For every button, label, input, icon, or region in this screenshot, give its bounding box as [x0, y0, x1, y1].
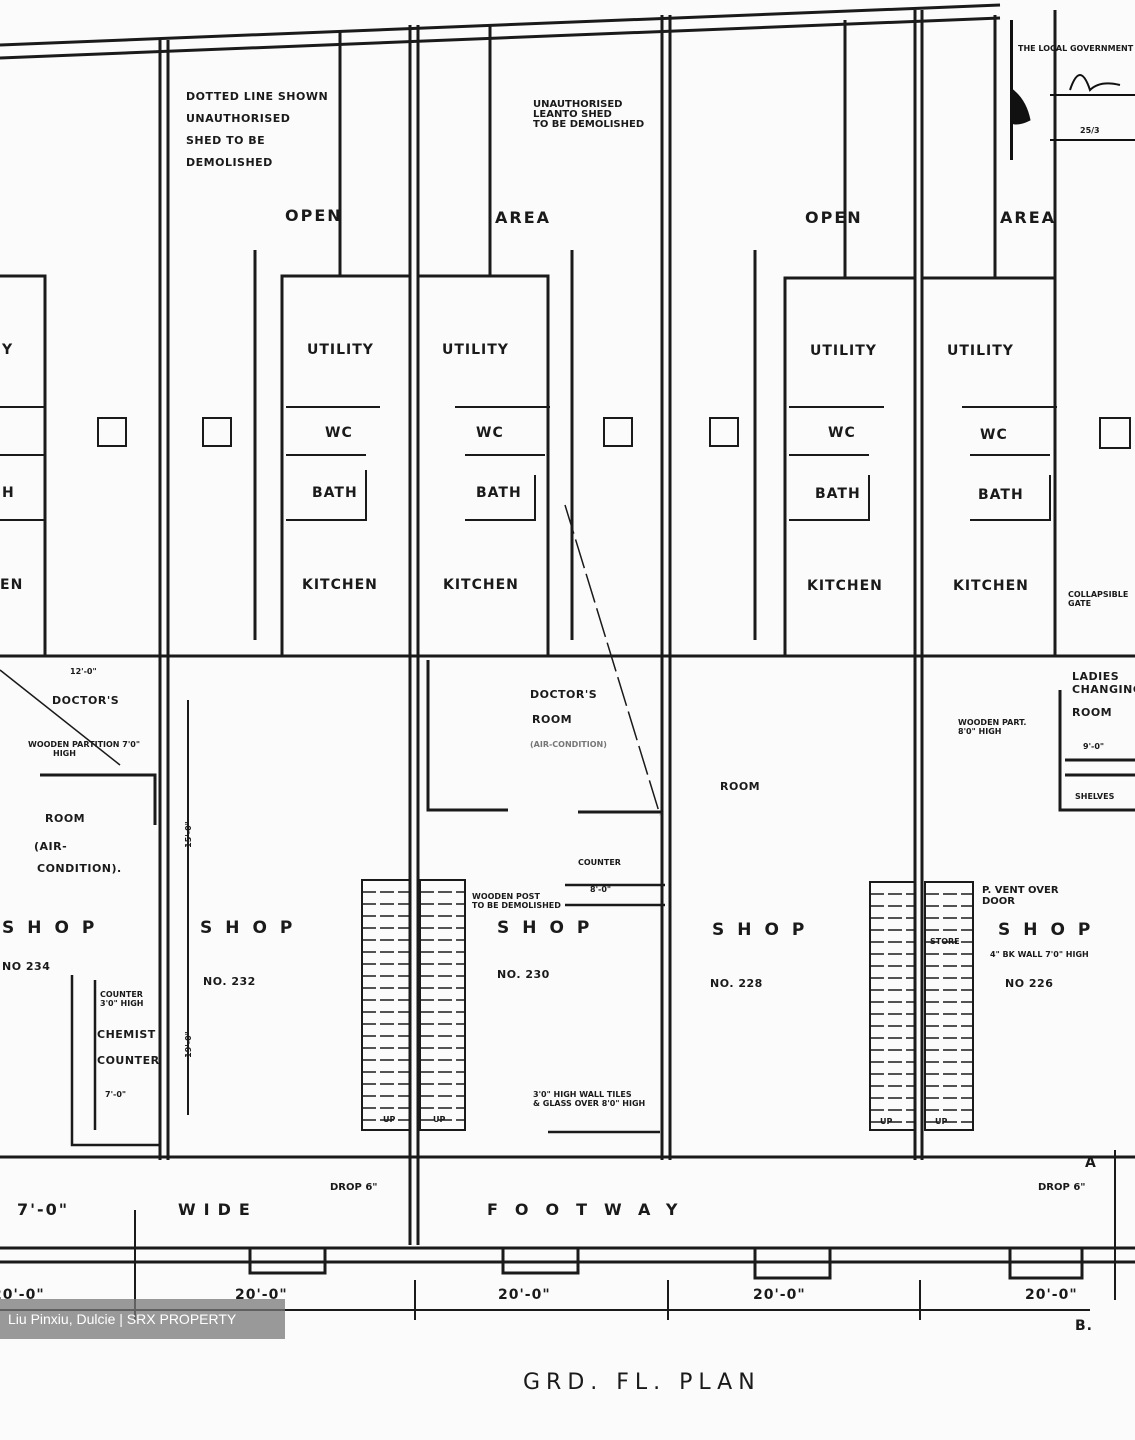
frontage-dimension: 20'-0": [1025, 1287, 1078, 1303]
label-utility: UTILITY: [947, 343, 1014, 359]
label-bath: BATH: [815, 486, 861, 502]
label-kitchen: KITCHEN: [807, 578, 883, 594]
note-shelves: SHELVES: [1075, 792, 1115, 801]
label-room: ROOM: [45, 812, 86, 825]
stair-up: UP: [433, 1115, 446, 1124]
label-area: AREA: [1000, 208, 1057, 227]
doctors-room-walls: [40, 660, 1135, 825]
leader-line: [564, 504, 661, 816]
watermark: Liu Pinxiu, Dulcie | SRX PROPERTY: [0, 1299, 285, 1339]
label-wc: WC: [828, 425, 856, 441]
light-wells: [97, 417, 1131, 449]
label-air-condition: (AIR-CONDITION): [530, 740, 607, 749]
dimension: 15'-0": [183, 821, 193, 848]
label-wc: WC: [476, 425, 504, 441]
note-wooden-partition-right: WOODEN PART.8'0" HIGH: [958, 718, 1027, 736]
shop-number: NO 234: [2, 960, 51, 973]
label-doctors: DOCTOR'S: [52, 694, 120, 707]
wc-bath-partitions: [0, 406, 1057, 521]
shop-number: NO. 228: [710, 977, 763, 990]
label-shop: SHOP: [712, 920, 818, 940]
label-shop: SHOP: [200, 918, 306, 938]
stamp-date: 25/3: [1080, 126, 1100, 135]
label-shop: SHOP: [497, 918, 603, 938]
frontage-dimension: 20'-0": [498, 1287, 551, 1303]
shop-number: NO. 230: [497, 968, 550, 981]
label-shop: SHOP: [998, 920, 1104, 940]
label-utility: UTILITY: [307, 342, 374, 358]
note-drop: DROP 6": [330, 1182, 378, 1193]
label-kitchen: KITCHEN: [302, 577, 378, 593]
label-open: OPEN: [805, 208, 863, 227]
label-kitchen: KITCHEN: [443, 577, 519, 593]
label-wc: WC: [980, 427, 1008, 443]
label-ladies-changing: LADIESCHANGINGROOM: [1072, 670, 1135, 719]
label-counter: COUNTER: [578, 858, 621, 867]
rear-rooms: [0, 10, 1057, 658]
label-area: AREA: [495, 208, 552, 227]
note-drop: DROP 6": [1038, 1182, 1086, 1193]
label-utility: Y: [2, 342, 14, 358]
chemist-counter: [70, 975, 160, 1147]
label-wc: WC: [325, 425, 353, 441]
label-utility: UTILITY: [810, 343, 877, 359]
counter-mid: [548, 883, 665, 1134]
footway-width: 7'-0": [17, 1200, 70, 1219]
rear-boundary-wall: [0, 3, 1001, 60]
label-doctors: DOCTOR'S: [530, 688, 598, 701]
shop-number: NO. 232: [203, 975, 256, 988]
label-kitchen: EN: [0, 577, 24, 593]
label-utility: UTILITY: [442, 342, 509, 358]
label-footway: FOOTWAY: [487, 1200, 695, 1219]
stair-up: UP: [880, 1117, 893, 1126]
footway-kerb: [0, 1246, 1135, 1280]
label-kitchen: KITCHEN: [953, 578, 1029, 594]
label-room: ROOM: [720, 780, 761, 793]
drawing-title: GRD. FL. PLAN: [523, 1370, 761, 1395]
label-bath: BATH: [312, 485, 358, 501]
dimension: 8'-0": [590, 885, 612, 894]
note-bk-wall: 4" BK WALL 7'0" HIGH: [990, 950, 1089, 959]
label-bath: H: [2, 485, 15, 501]
label-wide: WIDE: [178, 1200, 258, 1219]
label-bath: BATH: [978, 487, 1024, 503]
dimension: 9'-0": [1083, 742, 1105, 751]
note-wooden-partition: WOODEN PARTITION 7'0"HIGH: [28, 740, 141, 758]
label-room: ROOM: [532, 713, 573, 726]
dimension: 7'-0": [105, 1090, 127, 1099]
staircases: [361, 879, 974, 1131]
section-mark-a: A: [1085, 1155, 1097, 1171]
stair-up: UP: [383, 1115, 396, 1124]
label-bath: BATH: [476, 485, 522, 501]
stair-up: UP: [935, 1117, 948, 1126]
party-walls: [158, 10, 924, 1245]
dimension: 12'-0": [70, 667, 97, 676]
label-store: STORE: [930, 937, 960, 946]
shop-number: NO 226: [1005, 977, 1054, 990]
note-wall-tiles: 3'0" HIGH WALL TILES& GLASS OVER 8'0" HI…: [533, 1090, 646, 1108]
label-open: OPEN: [285, 206, 343, 225]
stamp-authority: THE LOCAL GOVERNMENT: [1018, 44, 1134, 53]
frontage-dimension: 20'-0": [753, 1287, 806, 1303]
approval-stamp: THE LOCAL GOVERNMENT 25/3: [1004, 0, 1135, 160]
label-air: (AIR-: [34, 840, 68, 853]
section-mark-b: B.: [1075, 1318, 1093, 1334]
dimension: 19'-0": [183, 1031, 193, 1058]
label-condition: CONDITION).: [37, 862, 122, 875]
label-shop: SHOP: [2, 918, 108, 938]
stair-treads: [362, 891, 973, 1123]
